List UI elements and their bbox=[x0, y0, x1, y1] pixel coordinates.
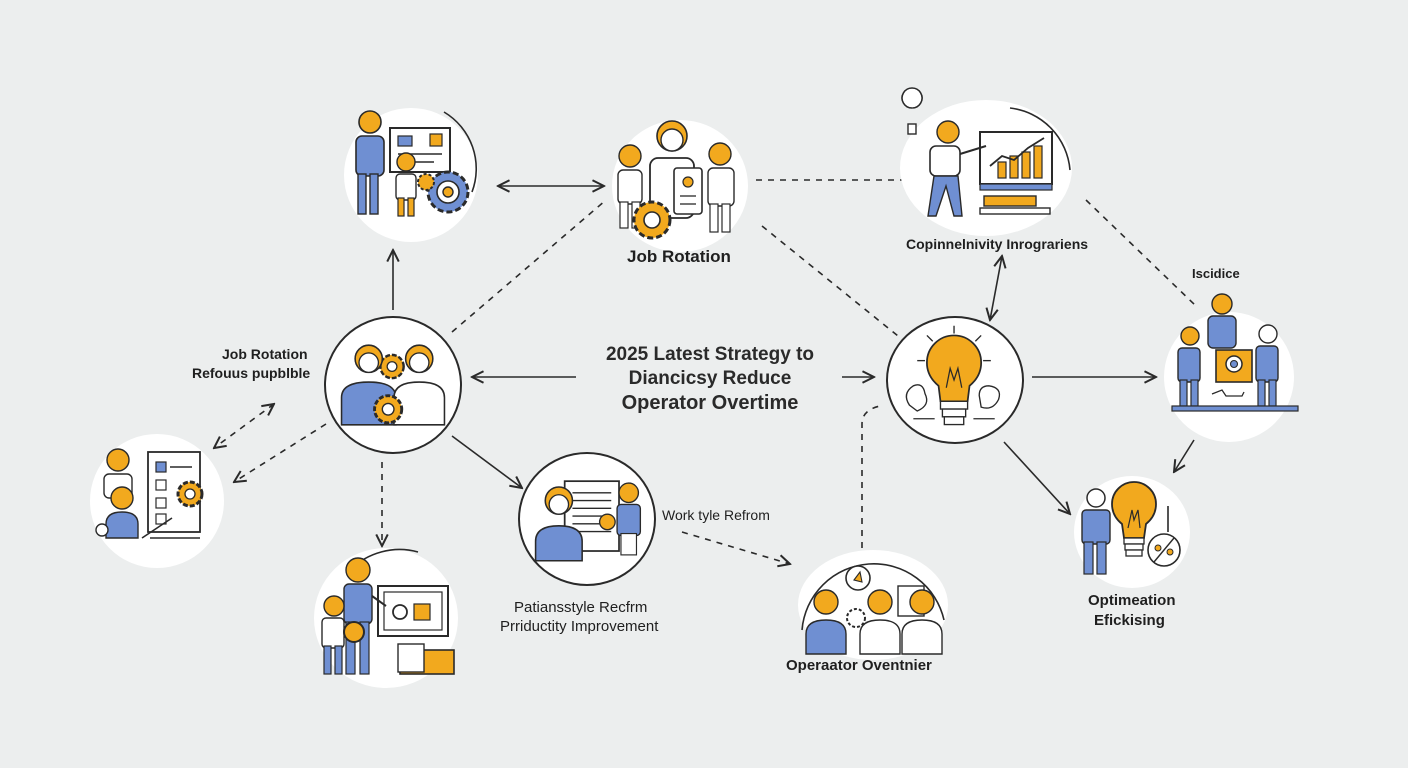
label-operaator: Operaator Oventnier bbox=[786, 657, 932, 674]
label-work-tyle: Work tyle Refrom bbox=[662, 507, 770, 523]
connector-center-to-checklist-a bbox=[214, 404, 274, 448]
node-productivity-presentation bbox=[900, 87, 1072, 236]
central-team-illustration bbox=[340, 344, 446, 426]
node-checklist bbox=[90, 434, 224, 568]
operator-group-illustration bbox=[801, 563, 945, 655]
node-operator-group bbox=[798, 550, 948, 660]
node-computer-work bbox=[314, 548, 458, 688]
node-idea-bulb bbox=[886, 316, 1024, 444]
label-optimeation-1: Optimeation bbox=[1088, 592, 1176, 609]
label-job-rotation-left-1: Job Rotation bbox=[222, 346, 308, 362]
title-line-2: Diancicsy Reduce bbox=[628, 368, 792, 389]
diagram-title: 2025 Latest Strategy to Diancicsy Reduce… bbox=[560, 343, 860, 415]
node-job-rotation bbox=[612, 120, 748, 252]
checklist-illustration bbox=[95, 448, 204, 539]
idea-bulb-illustration bbox=[905, 325, 1001, 426]
node-optimization bbox=[1074, 476, 1190, 588]
document-illustration bbox=[534, 480, 642, 562]
node-work-style-document bbox=[518, 452, 656, 586]
label-optimeation-2: Efickising bbox=[1094, 612, 1165, 629]
team-collaboration-illustration bbox=[1171, 293, 1299, 412]
label-job-rotation-left-2: Refouus pupblble bbox=[192, 365, 311, 381]
connector-team-to-optimization bbox=[1174, 439, 1195, 472]
computer-work-illustration bbox=[321, 548, 455, 675]
label-job-rotation-top: Job Rotation bbox=[627, 247, 731, 266]
node-team-collaboration bbox=[1164, 293, 1299, 442]
title-line-3: Operator Overtime bbox=[621, 392, 799, 414]
label-copinnelvity: Copinnelnivity Inrograriens bbox=[906, 236, 1089, 252]
team-planning-illustration bbox=[355, 110, 477, 217]
node-team-planning bbox=[344, 108, 478, 242]
connector-center-to-document bbox=[451, 435, 522, 488]
optimization-illustration bbox=[1081, 481, 1181, 575]
job-rotation-illustration bbox=[617, 120, 735, 240]
node-central-team bbox=[324, 316, 462, 454]
connector-operator-to-bulb bbox=[861, 405, 881, 548]
label-iscidice: Iscidice bbox=[1192, 266, 1240, 281]
connector-bulb-to-optimization bbox=[1003, 441, 1070, 514]
presentation-illustration bbox=[901, 87, 1071, 217]
connector-bulb-to-chart bbox=[990, 256, 1002, 320]
label-patianstyle-2: Prriductity Improvement bbox=[500, 618, 659, 635]
title-line-1: 2025 Latest Strategy to bbox=[605, 344, 815, 365]
connector-chart-to-team bbox=[1085, 199, 1197, 307]
connector-center-to-checklist-b bbox=[234, 423, 327, 482]
connector-job-rotation-to-bulb bbox=[761, 225, 899, 337]
connector-center-to-job-rotation bbox=[451, 199, 607, 333]
connector-document-to-operator bbox=[681, 531, 790, 564]
label-patianstyle-1: Patiansstyle Recfrm bbox=[514, 599, 648, 616]
